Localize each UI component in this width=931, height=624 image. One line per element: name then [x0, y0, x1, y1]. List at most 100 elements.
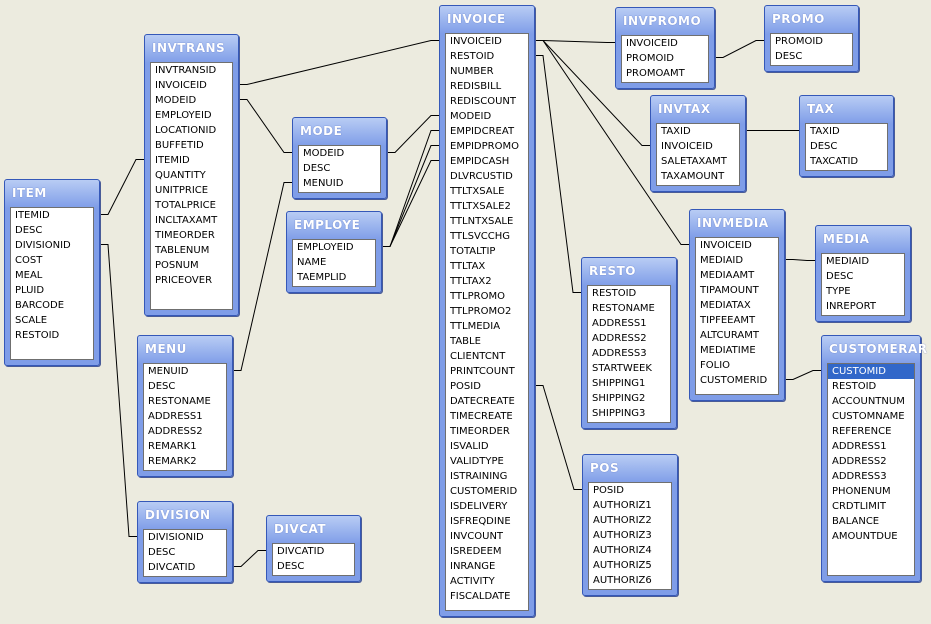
- field-row[interactable]: INCLTAXAMT: [155, 215, 218, 226]
- field-row[interactable]: PROMOID: [775, 36, 823, 47]
- field-row[interactable]: RESTOID: [450, 51, 495, 62]
- field-row[interactable]: TYPE: [826, 286, 851, 297]
- field-row[interactable]: TTLSVCCHG: [450, 231, 511, 242]
- field-row[interactable]: ITEMID: [155, 155, 190, 166]
- field-row[interactable]: ISFREQDINE: [450, 516, 511, 527]
- field-row[interactable]: LOCATIONID: [155, 125, 217, 136]
- field-row[interactable]: STARTWEEK: [592, 363, 652, 374]
- table-title[interactable]: DIVCAT: [274, 522, 327, 536]
- field-row[interactable]: UNITPRICE: [155, 185, 209, 196]
- relationship-line[interactable]: [785, 370, 821, 380]
- field-row[interactable]: ISREDEEM: [450, 546, 502, 557]
- field-row[interactable]: SALETAXAMT: [661, 156, 727, 167]
- field-row[interactable]: PRINTCOUNT: [450, 366, 515, 377]
- field-row[interactable]: AUTHORIZ5: [593, 560, 652, 571]
- field-row[interactable]: MEDIAID: [826, 256, 870, 267]
- field-row[interactable]: DIVCATID: [148, 562, 196, 573]
- field-row[interactable]: MEAL: [15, 270, 43, 281]
- field-row[interactable]: MODEID: [303, 148, 345, 159]
- table-title[interactable]: INVMEDIA: [697, 216, 769, 230]
- field-row[interactable]: QUANTITY: [155, 170, 206, 181]
- field-row[interactable]: INVOICEID: [700, 240, 752, 251]
- relationship-line[interactable]: [785, 259, 815, 261]
- field-row[interactable]: DESC: [148, 381, 176, 392]
- field-row[interactable]: ADDRESS2: [592, 333, 647, 344]
- field-row[interactable]: EMPIDCREAT: [450, 126, 515, 137]
- relationship-line[interactable]: [233, 550, 266, 567]
- field-row[interactable]: REFERENCE: [832, 426, 892, 437]
- field-row[interactable]: PROMOAMT: [626, 68, 685, 79]
- field-row[interactable]: REMARK2: [148, 456, 197, 467]
- table-title[interactable]: RESTO: [589, 264, 636, 278]
- field-row[interactable]: TTLMEDIA: [450, 321, 501, 332]
- field-row[interactable]: DESC: [303, 163, 331, 174]
- field-row[interactable]: SHIPPING2: [592, 393, 646, 404]
- field-row[interactable]: TAXID: [810, 126, 840, 137]
- field-row[interactable]: DATECREATE: [450, 396, 515, 407]
- field-row[interactable]: VALIDTYPE: [450, 456, 504, 467]
- field-row[interactable]: COST: [15, 255, 43, 266]
- table-title[interactable]: INVTAX: [658, 102, 711, 116]
- relationship-line[interactable]: [535, 385, 582, 490]
- field-row[interactable]: MENUID: [148, 366, 189, 377]
- field-row[interactable]: INVCOUNT: [450, 531, 504, 542]
- relationship-line[interactable]: [100, 244, 137, 537]
- field-row[interactable]: MEDIAAMT: [700, 270, 755, 281]
- field-row[interactable]: AUTHORIZ6: [593, 575, 652, 586]
- table-title[interactable]: MEDIA: [823, 232, 870, 246]
- table-title[interactable]: INVTRANS: [152, 41, 226, 55]
- field-row[interactable]: INVOICEID: [661, 141, 713, 152]
- field-row[interactable]: PHONENUM: [832, 486, 891, 497]
- field-row[interactable]: AMOUNTDUE: [832, 531, 898, 542]
- field-row[interactable]: INVOICEID: [450, 36, 502, 47]
- field-row[interactable]: EMPLOYEID: [155, 110, 212, 121]
- relationship-line[interactable]: [233, 182, 292, 371]
- field-row[interactable]: TIPFEEAMT: [700, 315, 756, 326]
- field-row[interactable]: CUSTOMERID: [700, 375, 768, 386]
- field-row[interactable]: AUTHORIZ2: [593, 515, 652, 526]
- field-row[interactable]: MEDIATIME: [700, 345, 756, 356]
- field-row[interactable]: INVOICEID: [626, 38, 678, 49]
- field-row[interactable]: ACCOUNTNUM: [832, 396, 905, 407]
- relationship-line[interactable]: [382, 130, 439, 247]
- field-row[interactable]: RESTONAME: [148, 396, 211, 407]
- field-row[interactable]: TTLTAX: [450, 261, 486, 272]
- table-title[interactable]: ITEM: [12, 186, 47, 200]
- field-row[interactable]: SHIPPING3: [592, 408, 646, 419]
- field-row[interactable]: DIVCATID: [277, 546, 325, 557]
- field-row[interactable]: ADDRESS3: [832, 471, 887, 482]
- relationship-line[interactable]: [382, 160, 439, 247]
- field-row[interactable]: TTLPROMO: [450, 291, 505, 302]
- field-row[interactable]: TTLNTXSALE: [450, 216, 514, 227]
- field-row[interactable]: TOTALPRICE: [155, 200, 216, 211]
- field-row[interactable]: SCALE: [15, 315, 48, 326]
- field-row[interactable]: ADDRESS1: [148, 411, 203, 422]
- field-row[interactable]: ISTRAINING: [450, 471, 508, 482]
- field-row[interactable]: TTLPROMO2: [450, 306, 512, 317]
- field-row[interactable]: MEDIAID: [700, 255, 744, 266]
- field-row[interactable]: DIVISIONID: [148, 532, 204, 543]
- field-row[interactable]: NAME: [297, 257, 327, 268]
- relationship-line[interactable]: [387, 115, 439, 153]
- field-row[interactable]: ACTIVITY: [450, 576, 495, 587]
- field-row[interactable]: TIMEORDER: [155, 230, 215, 241]
- field-row[interactable]: EMPIDCASH: [450, 156, 510, 167]
- table-title[interactable]: MENU: [145, 342, 187, 356]
- field-row[interactable]: BUFFETID: [155, 140, 204, 151]
- field-row[interactable]: INVOICEID: [155, 80, 207, 91]
- field-row[interactable]: POSID: [593, 485, 624, 496]
- relationship-line[interactable]: [239, 40, 439, 85]
- field-row[interactable]: TOTALTIP: [450, 246, 496, 257]
